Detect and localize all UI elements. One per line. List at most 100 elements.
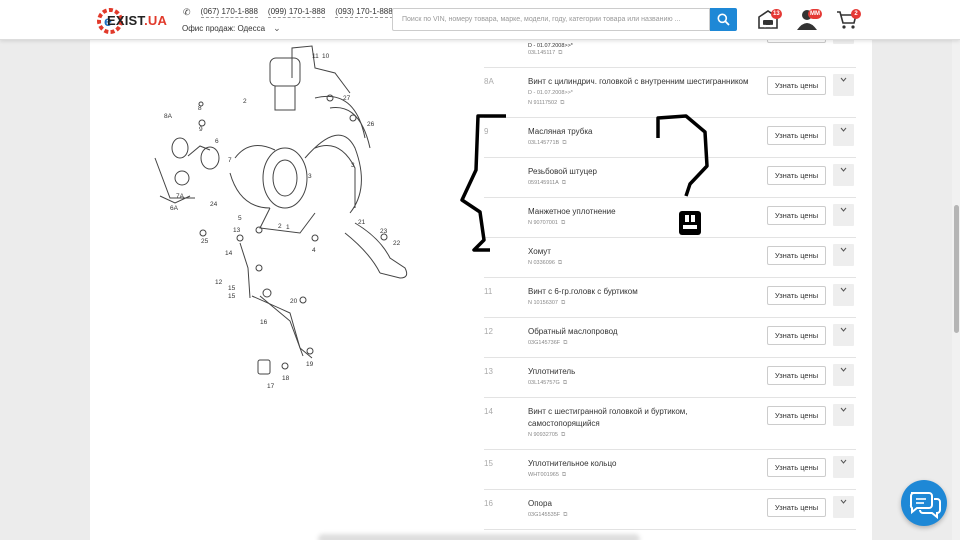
get-prices-button[interactable]: Узнать цены	[767, 498, 826, 517]
part-code[interactable]: WHT001965⧉	[528, 472, 567, 478]
callout: 10	[322, 53, 330, 60]
part-code[interactable]: 03L145771B⧉	[528, 140, 567, 146]
callout: 3	[351, 162, 355, 169]
part-code[interactable]: N 10156307⧉	[528, 300, 566, 306]
content-card	[90, 40, 872, 540]
copy-icon: ⧉	[561, 472, 567, 478]
search-button[interactable]	[710, 8, 737, 31]
callout: 13	[233, 227, 241, 234]
phone-icon: ✆	[183, 7, 191, 17]
phone-number-3[interactable]: (093) 170-1-888	[335, 7, 393, 18]
chat-button[interactable]	[901, 480, 947, 526]
part-note: D - 01.07.2008>>*	[528, 90, 573, 96]
garage-button[interactable]: 13	[757, 8, 782, 35]
part-code[interactable]: N 90932705⧉	[528, 432, 566, 438]
get-prices-button[interactable]: Узнать цены	[767, 366, 826, 385]
part-name: Опора	[528, 499, 552, 508]
bottom-shadow	[318, 534, 640, 540]
svg-text:e: e	[104, 13, 112, 29]
part-name: Уплотнитель	[528, 367, 576, 376]
callout: 2	[243, 98, 247, 105]
part-row[interactable]: Резьбовой штуцер 059145911A⧉ Узнать цены	[484, 157, 856, 197]
part-row[interactable]: 9 Масляная трубка 03L145771B⧉ Узнать цен…	[484, 117, 856, 157]
expand-button[interactable]	[833, 496, 854, 518]
block-glyph-icon	[679, 211, 701, 235]
phone-number-2[interactable]: (099) 170-1-888	[267, 7, 326, 18]
callout: 5	[238, 215, 242, 222]
part-code[interactable]: N 90707001⧉	[528, 220, 566, 226]
phone-number-1[interactable]: (067) 170-1-888	[200, 7, 258, 18]
part-position: 11	[484, 287, 493, 296]
part-code[interactable]: N 0336096⧉	[528, 260, 563, 266]
get-prices-button[interactable]: Узнать цены	[767, 458, 826, 477]
office-selector[interactable]: Офис продаж: Одесса ⌄	[182, 23, 281, 34]
chat-bubbles-icon	[909, 492, 941, 520]
callout: 16	[260, 319, 268, 326]
expand-button[interactable]	[833, 364, 854, 386]
copy-icon: ⧉	[560, 100, 565, 106]
logo[interactable]: e	[95, 6, 173, 36]
expand-button[interactable]	[833, 324, 854, 346]
chevron-down-icon: ⌄	[273, 23, 281, 33]
callout: 1	[286, 224, 290, 231]
callout: 2	[278, 223, 282, 230]
profile-badge: ММ	[808, 9, 822, 19]
part-row[interactable]: Хомут N 0336096⧉ Узнать цены	[484, 237, 856, 277]
part-code[interactable]: 03L145757G⧉	[528, 380, 568, 386]
copy-icon: ⧉	[563, 340, 568, 346]
chevron-down-icon	[840, 407, 847, 412]
copy-icon: ⧉	[557, 260, 563, 266]
parts-diagram[interactable]: 1 2 3 4 5 6 6A 7 7A 8 8A 9 10 11 12 13 1…	[140, 38, 420, 398]
part-note: D - 01.07.2008>>*	[528, 43, 573, 49]
chevron-down-icon	[840, 367, 847, 372]
part-row[interactable]: 8A Винт с цилиндрич. головкой с внутренн…	[484, 67, 856, 117]
part-row[interactable]: 13 Уплотнитель 03L145757G⧉ Узнать цены	[484, 357, 856, 397]
callout: 12	[215, 279, 223, 286]
expand-button[interactable]	[833, 124, 854, 146]
expand-button[interactable]	[833, 164, 854, 186]
part-row[interactable]: 12 Обратный маслопровод 03G145736F⧉ Узна…	[484, 317, 856, 357]
part-position: 14	[484, 407, 493, 416]
get-prices-button[interactable]: Узнать цены	[767, 126, 826, 145]
part-name: Винт с 6-гр.головк с буртиком	[528, 287, 638, 296]
profile-button[interactable]: ММ	[796, 8, 822, 35]
get-prices-button[interactable]: Узнать цены	[767, 286, 826, 305]
callout: 15	[228, 293, 236, 300]
diagram-callouts: 1 2 3 4 5 6 6A 7 7A 8 8A 9 10 11 12 13 1…	[164, 53, 401, 390]
part-code[interactable]: N 91117502⧉	[528, 100, 565, 106]
cart-button[interactable]: 2	[836, 8, 861, 35]
expand-button[interactable]	[833, 74, 854, 96]
get-prices-button[interactable]: Узнать цены	[767, 206, 826, 225]
part-name: Масляная трубка	[528, 127, 593, 136]
callout: 25	[201, 238, 209, 245]
callout: 8A	[164, 113, 173, 120]
search-input[interactable]	[392, 8, 710, 31]
part-row[interactable]: 15 Уплотнительное кольцо WHT001965⧉ Узна…	[484, 449, 856, 489]
get-prices-button[interactable]: Узнать цены	[767, 326, 826, 345]
part-code[interactable]: 059145911A⧉	[528, 180, 567, 186]
expand-button[interactable]	[833, 244, 854, 266]
callout: 9	[199, 126, 203, 133]
get-prices-button[interactable]: Узнать цены	[767, 166, 826, 185]
expand-button[interactable]	[833, 456, 854, 478]
part-row[interactable]: 16 Опора 03G145535F⧉ Узнать цены	[484, 489, 856, 529]
page-scrollbar-thumb[interactable]	[954, 205, 959, 333]
get-prices-button[interactable]: Узнать цены	[767, 246, 826, 265]
callout: 20	[290, 298, 298, 305]
part-row[interactable]: Манжетное уплотнение N 90707001⧉ Узнать …	[484, 197, 856, 237]
part-row-partial	[484, 529, 856, 540]
part-code[interactable]: 03L145117⧉	[528, 50, 563, 56]
expand-button[interactable]	[833, 204, 854, 226]
part-code[interactable]: 03G145736F⧉	[528, 340, 568, 346]
part-row[interactable]: 11 Винт с 6-гр.головк с буртиком N 10156…	[484, 277, 856, 317]
get-prices-button[interactable]: Узнать цены	[767, 406, 826, 425]
expand-button[interactable]	[833, 284, 854, 306]
chevron-down-icon	[840, 327, 847, 332]
site-header: e EXIST.UA ✆ (067) 170-1-888 (099) 170-1…	[0, 0, 960, 40]
part-code[interactable]: 03G145535F⧉	[528, 512, 568, 518]
copy-icon: ⧉	[562, 140, 567, 146]
get-prices-button[interactable]: Узнать цены	[767, 76, 826, 95]
annotation-overlay	[460, 114, 709, 252]
part-row[interactable]: 14 Винт с шестигранной головкой и буртик…	[484, 397, 856, 449]
expand-button[interactable]	[833, 404, 854, 426]
